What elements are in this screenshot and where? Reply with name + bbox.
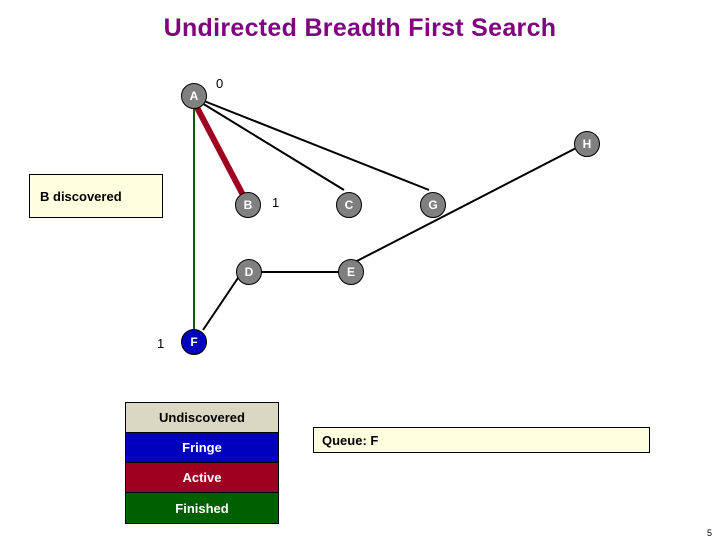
legend-item-undiscovered: Undiscovered [126, 403, 278, 433]
distance-label-b: 1 [272, 195, 280, 210]
queue-box: Queue: F [313, 427, 650, 453]
edge-a-g [198, 98, 430, 191]
node-label: D [244, 265, 254, 279]
graph-node-c[interactable]: C [336, 192, 362, 218]
legend-item-fringe: Fringe [126, 433, 278, 463]
graph-node-e[interactable]: E [338, 259, 364, 285]
status-callout: B discovered [29, 174, 163, 218]
node-label: B [243, 198, 253, 212]
node-label: A [189, 89, 199, 103]
node-label: E [346, 265, 355, 279]
edge-e-h [354, 144, 583, 263]
graph-node-g[interactable]: G [420, 192, 446, 218]
graph-node-f[interactable]: F [181, 329, 207, 355]
node-label: C [344, 198, 354, 212]
page-number: 5 [706, 528, 712, 538]
graph-node-a[interactable]: A [181, 83, 207, 109]
legend: Undiscovered Fringe Active Finished [125, 402, 279, 524]
graph-node-d[interactable]: D [236, 259, 262, 285]
node-label: H [582, 137, 592, 151]
edge-a-b [189, 96, 246, 197]
node-label: F [190, 335, 198, 349]
distance-label-a: 0 [216, 76, 224, 91]
edge-a-c [196, 99, 345, 191]
edge-d-f [202, 274, 241, 331]
graph-node-b[interactable]: B [235, 192, 261, 218]
graph-node-h[interactable]: H [574, 131, 600, 157]
page-title: Undirected Breadth First Search [163, 14, 557, 42]
distance-label-f: 1 [157, 336, 165, 351]
legend-item-finished: Finished [126, 493, 278, 523]
legend-item-active: Active [126, 463, 278, 493]
node-label: G [428, 198, 438, 212]
